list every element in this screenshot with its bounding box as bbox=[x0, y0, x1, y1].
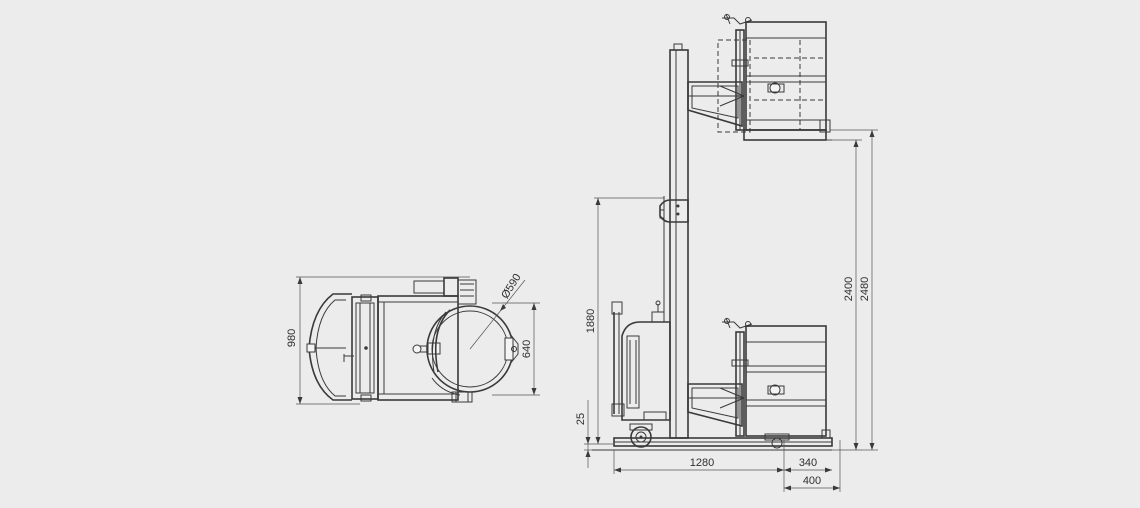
dimension-1880: 1880 bbox=[585, 197, 664, 444]
dimension-label-340: 340 bbox=[799, 457, 817, 469]
dimension-label-2400: 2400 bbox=[843, 277, 855, 301]
dimension-label-2480: 2480 bbox=[859, 277, 871, 301]
side-view: 1880 25 1280 340 bbox=[575, 13, 878, 492]
dimension-980: 980 bbox=[286, 276, 470, 405]
top-view: 980 bbox=[286, 272, 540, 405]
dimension-label-1280: 1280 bbox=[690, 457, 714, 469]
dimension-label-1880: 1880 bbox=[585, 309, 597, 333]
dimension-340: 340 bbox=[783, 440, 832, 492]
dimension-label-25: 25 bbox=[575, 413, 587, 425]
dimension-400: 400 bbox=[784, 440, 841, 492]
dimension-25: 25 bbox=[575, 400, 614, 468]
dimension-label-400: 400 bbox=[803, 475, 821, 487]
dimension-590: Ø590 bbox=[469, 272, 526, 350]
dimension-2400: 2400 bbox=[826, 139, 862, 451]
dimension-1280: 1280 bbox=[613, 450, 784, 474]
dimension-2480: 2480 bbox=[830, 129, 878, 451]
dimension-label-980: 980 bbox=[286, 329, 298, 347]
dimension-640: 640 bbox=[492, 302, 540, 396]
dimension-label-640: 640 bbox=[521, 340, 533, 358]
